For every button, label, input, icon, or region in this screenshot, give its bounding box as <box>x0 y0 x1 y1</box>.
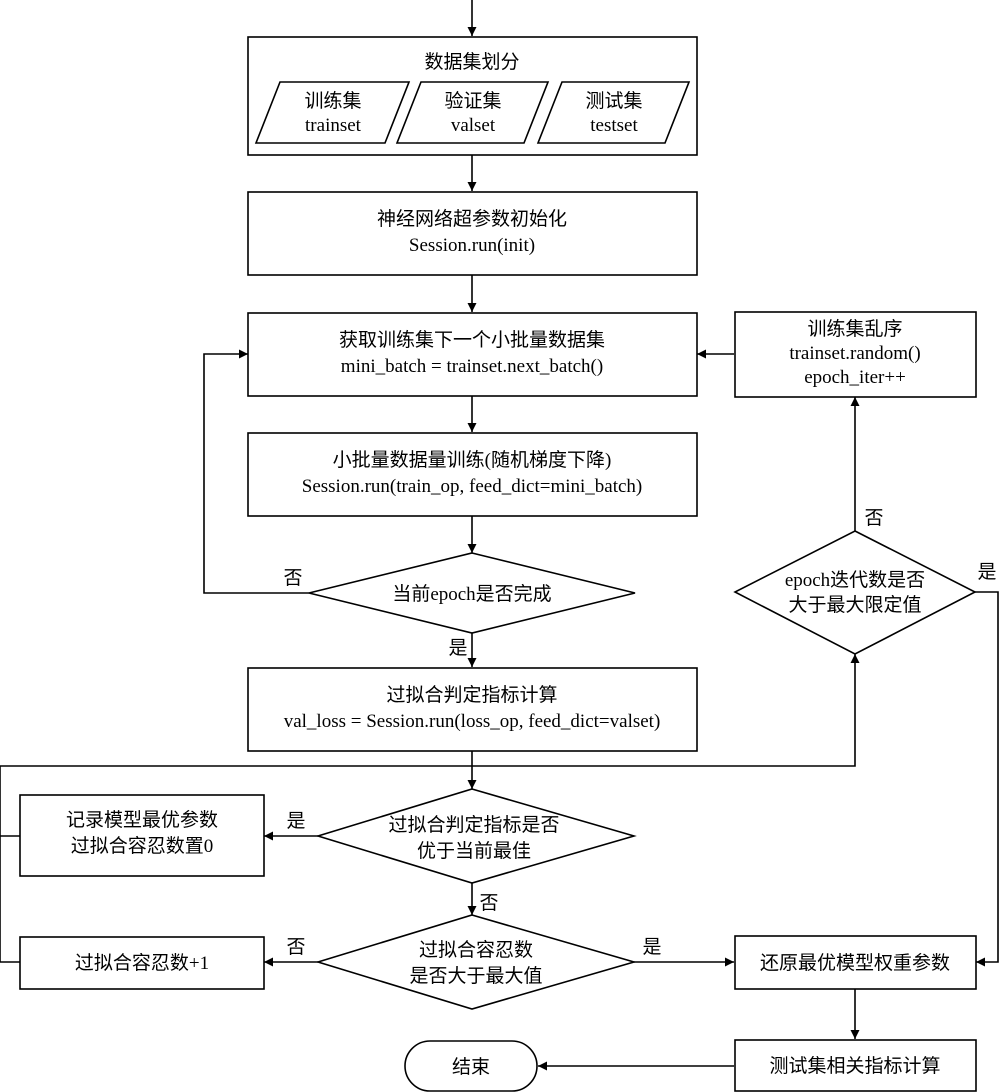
patience-inc-box <box>19 936 265 990</box>
train-step-line-2: Session.run(train_op, feed_dict=mini_bat… <box>302 476 643 497</box>
testset-label-cn: 测试集 <box>585 90 642 112</box>
trainset-label-cn: 训练集 <box>304 90 361 112</box>
label-epoch-yes: 是 <box>448 638 467 659</box>
loop-record-back <box>0 765 472 837</box>
better-line-2: 优于当前最佳 <box>417 840 531 862</box>
dataset-split-block: 数据集划分 训练集 trainset 验证集 valset 测试集 testse… <box>247 36 698 156</box>
label-patience-no: 否 <box>286 937 305 958</box>
connectors <box>0 0 999 1071</box>
restore-box <box>734 935 977 990</box>
trainset-label-en: trainset <box>305 115 362 136</box>
better-diamond <box>315 788 637 884</box>
node-end: 结束 <box>404 1040 538 1092</box>
test-metrics-box <box>734 1039 977 1092</box>
node-restore: 还原最优模型权重参数 <box>734 935 977 990</box>
shuffle-line-2: trainset.random() <box>789 343 920 364</box>
patience-check-line-2: 是否大于最大值 <box>409 965 542 987</box>
node-shuffle: 训练集乱序 trainset.random() epoch_iter++ <box>734 311 977 398</box>
end-label: 结束 <box>452 1056 490 1078</box>
get-batch-box <box>247 312 698 397</box>
overfit-calc-line-1: 过拟合判定指标计算 <box>386 684 557 706</box>
epoch-limit-line-2: 大于最大限定值 <box>788 594 921 616</box>
testset-label-en: testset <box>590 115 638 136</box>
valset-label-cn: 验证集 <box>444 90 501 112</box>
label-patience-yes: 是 <box>642 937 661 958</box>
init-line-2: Session.run(init) <box>409 235 535 256</box>
overfit-calc-box <box>247 667 698 752</box>
arrow-epoch-limit-yes <box>975 591 999 967</box>
shuffle-line-3: epoch_iter++ <box>804 367 906 388</box>
node-epoch-limit: epoch迭代数是否 大于最大限定值 <box>733 530 977 655</box>
epoch-done-line-1: 当前epoch是否完成 <box>392 583 551 605</box>
init-line-1: 神经网络超参数初始化 <box>377 208 567 230</box>
overfit-calc-line-2: val_loss = Session.run(loss_op, feed_dic… <box>284 711 661 732</box>
valset-label-en: valset <box>451 115 496 136</box>
node-init: 神经网络超参数初始化 Session.run(init) <box>247 191 698 276</box>
train-step-line-1: 小批量数据量训练(随机梯度下降) <box>333 449 612 471</box>
patience-check-line-1: 过拟合容忍数 <box>419 939 533 961</box>
record-box <box>19 794 265 877</box>
end-terminator <box>404 1040 538 1092</box>
test-metrics-line-1: 测试集相关指标计算 <box>769 1055 940 1077</box>
restore-line-1: 还原最优模型权重参数 <box>760 952 950 974</box>
shuffle-line-1: 训练集乱序 <box>807 318 902 340</box>
label-epoch-limit-yes: 是 <box>977 562 996 583</box>
branch-labels: 否 是 是 否 否 是 否 是 <box>283 508 996 958</box>
arrow-epoch-no-loop <box>203 349 309 594</box>
node-get-batch: 获取训练集下一个小批量数据集 mini_batch = trainset.nex… <box>247 312 698 397</box>
better-line-1: 过拟合判定指标是否 <box>388 814 559 836</box>
patience-check-diamond <box>315 914 637 1010</box>
shuffle-box <box>734 311 977 398</box>
node-train-step: 小批量数据量训练(随机梯度下降) Session.run(train_op, f… <box>247 432 698 517</box>
label-better-yes: 是 <box>286 811 305 832</box>
epoch-limit-line-1: epoch迭代数是否 <box>785 569 925 591</box>
trainset-shape <box>254 81 411 144</box>
node-test-metrics: 测试集相关指标计算 <box>734 1039 977 1092</box>
node-better: 过拟合判定指标是否 优于当前最佳 <box>315 788 637 884</box>
label-better-no: 否 <box>479 893 498 914</box>
patience-inc-line-1: 过拟合容忍数+1 <box>75 952 209 974</box>
train-step-box <box>247 432 698 517</box>
node-epoch-done: 当前epoch是否完成 <box>308 552 636 634</box>
init-box <box>247 191 698 276</box>
label-epoch-no: 否 <box>283 568 302 589</box>
loop-increment-back <box>0 836 20 963</box>
node-patience-check: 过拟合容忍数 是否大于最大值 <box>315 914 637 1010</box>
arrow-to-epoch-limit <box>472 654 860 767</box>
record-line-1: 记录模型最优参数 <box>66 809 218 831</box>
get-batch-line-1: 获取训练集下一个小批量数据集 <box>339 329 605 351</box>
epoch-limit-diamond <box>733 530 977 655</box>
node-overfit-calc: 过拟合判定指标计算 val_loss = Session.run(loss_op… <box>247 667 698 752</box>
epoch-done-diamond <box>308 552 636 634</box>
get-batch-line-2: mini_batch = trainset.next_batch() <box>341 356 603 377</box>
label-epoch-limit-no: 否 <box>864 508 883 529</box>
testset-shape <box>536 81 691 144</box>
node-patience-inc: 过拟合容忍数+1 <box>19 936 265 990</box>
dataset-split-title: 数据集划分 <box>424 51 519 73</box>
node-record: 记录模型最优参数 过拟合容忍数置0 <box>19 794 265 877</box>
record-line-2: 过拟合容忍数置0 <box>71 835 214 857</box>
valset-shape <box>395 81 550 144</box>
